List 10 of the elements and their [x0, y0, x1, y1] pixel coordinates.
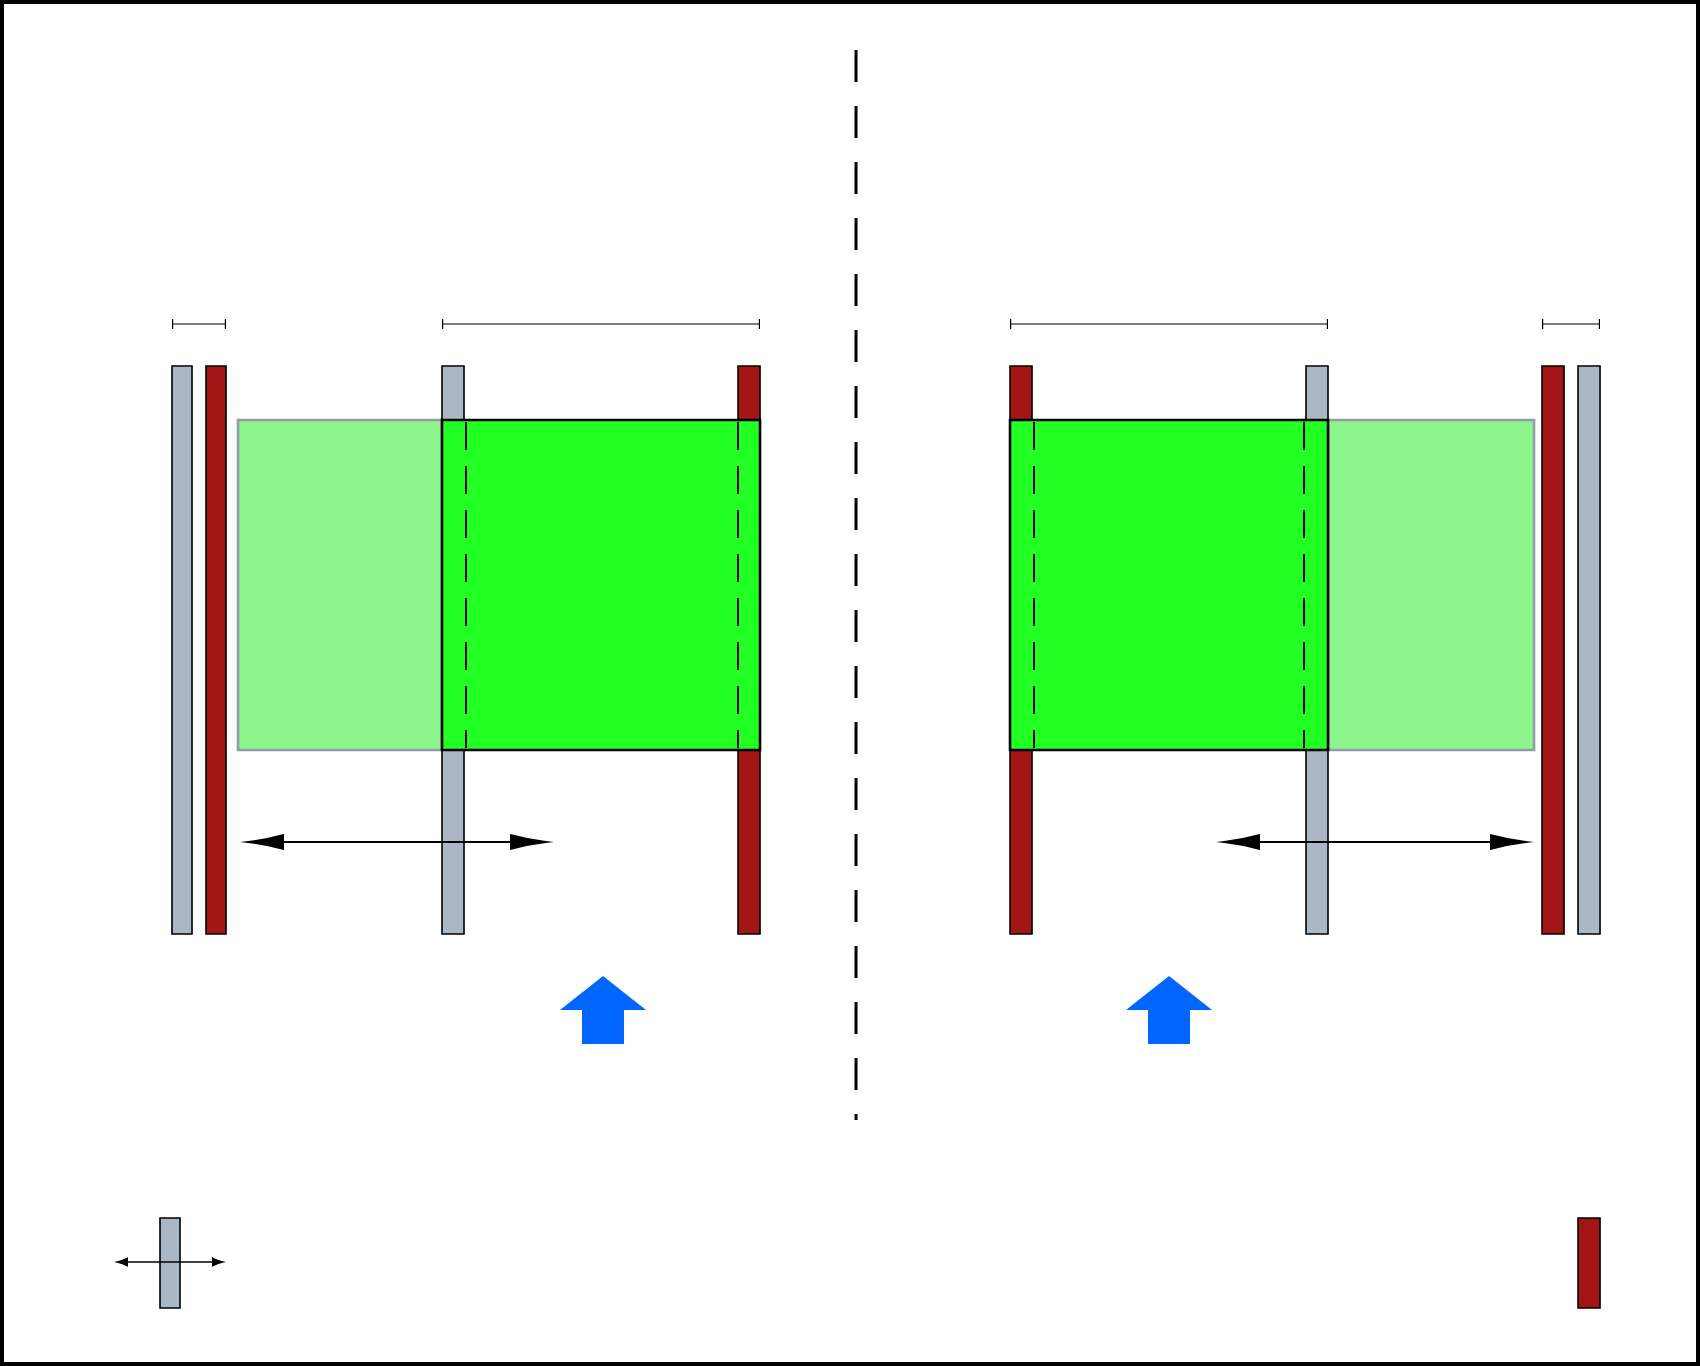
- plate: [1541, 365, 1565, 935]
- plate: [171, 365, 193, 935]
- plate: [1577, 1217, 1601, 1309]
- block: [1008, 418, 1330, 752]
- plate: [159, 1217, 181, 1309]
- plate: [1577, 365, 1601, 935]
- block: [440, 418, 762, 752]
- block: [236, 418, 444, 752]
- block: [1326, 418, 1536, 752]
- plate: [205, 365, 227, 935]
